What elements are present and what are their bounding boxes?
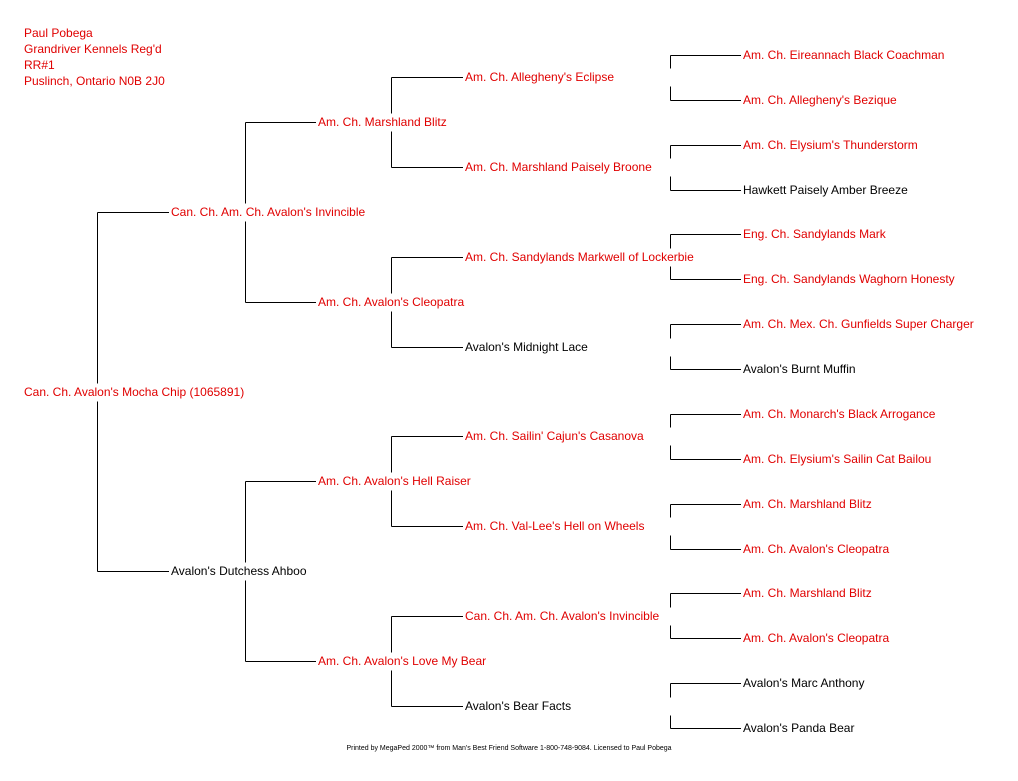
address-line: RR#1: [24, 58, 55, 72]
ancestor-gen4-name: Am. Ch. Avalon's Cleopatra: [743, 631, 890, 645]
ancestor-gen1-name: Can. Ch. Am. Ch. Avalon's Invincible: [171, 205, 366, 219]
ancestor-gen2-name: Am. Ch. Marshland Blitz: [318, 115, 447, 129]
ancestor-gen4-name: Hawkett Paisely Amber Breeze: [743, 183, 908, 197]
ancestor-gen2-name: Am. Ch. Avalon's Hell Raiser: [318, 474, 471, 488]
footer-credit: Printed by MegaPed 2000™ from Man's Best…: [346, 745, 672, 752]
city-line: Puslinch, Ontario N0B 2J0: [24, 74, 165, 88]
ancestor-gen4-name: Am. Ch. Mex. Ch. Gunfields Super Charger: [743, 317, 974, 331]
ancestor-gen3-name: Am. Ch. Allegheny's Eclipse: [465, 70, 615, 84]
subject-dog-name: Can. Ch. Avalon's Mocha Chip (1065891): [24, 385, 245, 399]
ancestor-gen4-name: Am. Ch. Monarch's Black Arrogance: [743, 407, 936, 421]
ancestor-gen4-name: Am. Ch. Allegheny's Bezique: [743, 93, 897, 107]
breeder-name: Paul Pobega: [24, 26, 93, 40]
ancestor-gen3-name: Avalon's Bear Facts: [465, 699, 572, 713]
ancestor-gen1-name: Avalon's Dutchess Ahboo: [171, 564, 307, 578]
ancestor-gen4-name: Am. Ch. Marshland Blitz: [743, 497, 872, 511]
ancestor-gen4-name: Eng. Ch. Sandylands Mark: [743, 227, 886, 241]
ancestor-gen2-name: Am. Ch. Avalon's Cleopatra: [318, 295, 465, 309]
ancestor-gen4-name: Avalon's Marc Anthony: [743, 676, 865, 690]
ancestor-gen3-name: Am. Ch. Marshland Paisely Broone: [465, 160, 652, 174]
ancestor-gen3-name: Am. Ch. Sandylands Markwell of Lockerbie: [465, 250, 694, 264]
ancestor-gen3-name: Avalon's Midnight Lace: [465, 340, 588, 354]
ancestor-gen2-name: Am. Ch. Avalon's Love My Bear: [318, 654, 487, 668]
ancestor-gen4-name: Avalon's Burnt Muffin: [743, 362, 856, 376]
ancestor-gen4-name: Am. Ch. Elysium's Sailin Cat Bailou: [743, 452, 932, 466]
ancestor-gen4-name: Am. Ch. Eireannach Black Coachman: [743, 48, 945, 62]
breeder-info: Paul Pobega Grandriver Kennels Reg'd RR#…: [24, 25, 165, 89]
ancestor-gen3-name: Can. Ch. Am. Ch. Avalon's Invincible: [465, 609, 660, 623]
ancestor-gen3-name: Am. Ch. Val-Lee's Hell on Wheels: [465, 519, 645, 533]
ancestor-gen4-name: Am. Ch. Avalon's Cleopatra: [743, 542, 890, 556]
ancestor-gen4-name: Am. Ch. Marshland Blitz: [743, 586, 872, 600]
kennel-name: Grandriver Kennels Reg'd: [24, 42, 162, 56]
ancestor-gen4-name: Avalon's Panda Bear: [743, 721, 855, 735]
ancestor-gen3-name: Am. Ch. Sailin' Cajun's Casanova: [465, 429, 644, 443]
ancestor-gen4-name: Am. Ch. Elysium's Thunderstorm: [743, 138, 918, 152]
ancestor-gen4-name: Eng. Ch. Sandylands Waghorn Honesty: [743, 272, 955, 286]
